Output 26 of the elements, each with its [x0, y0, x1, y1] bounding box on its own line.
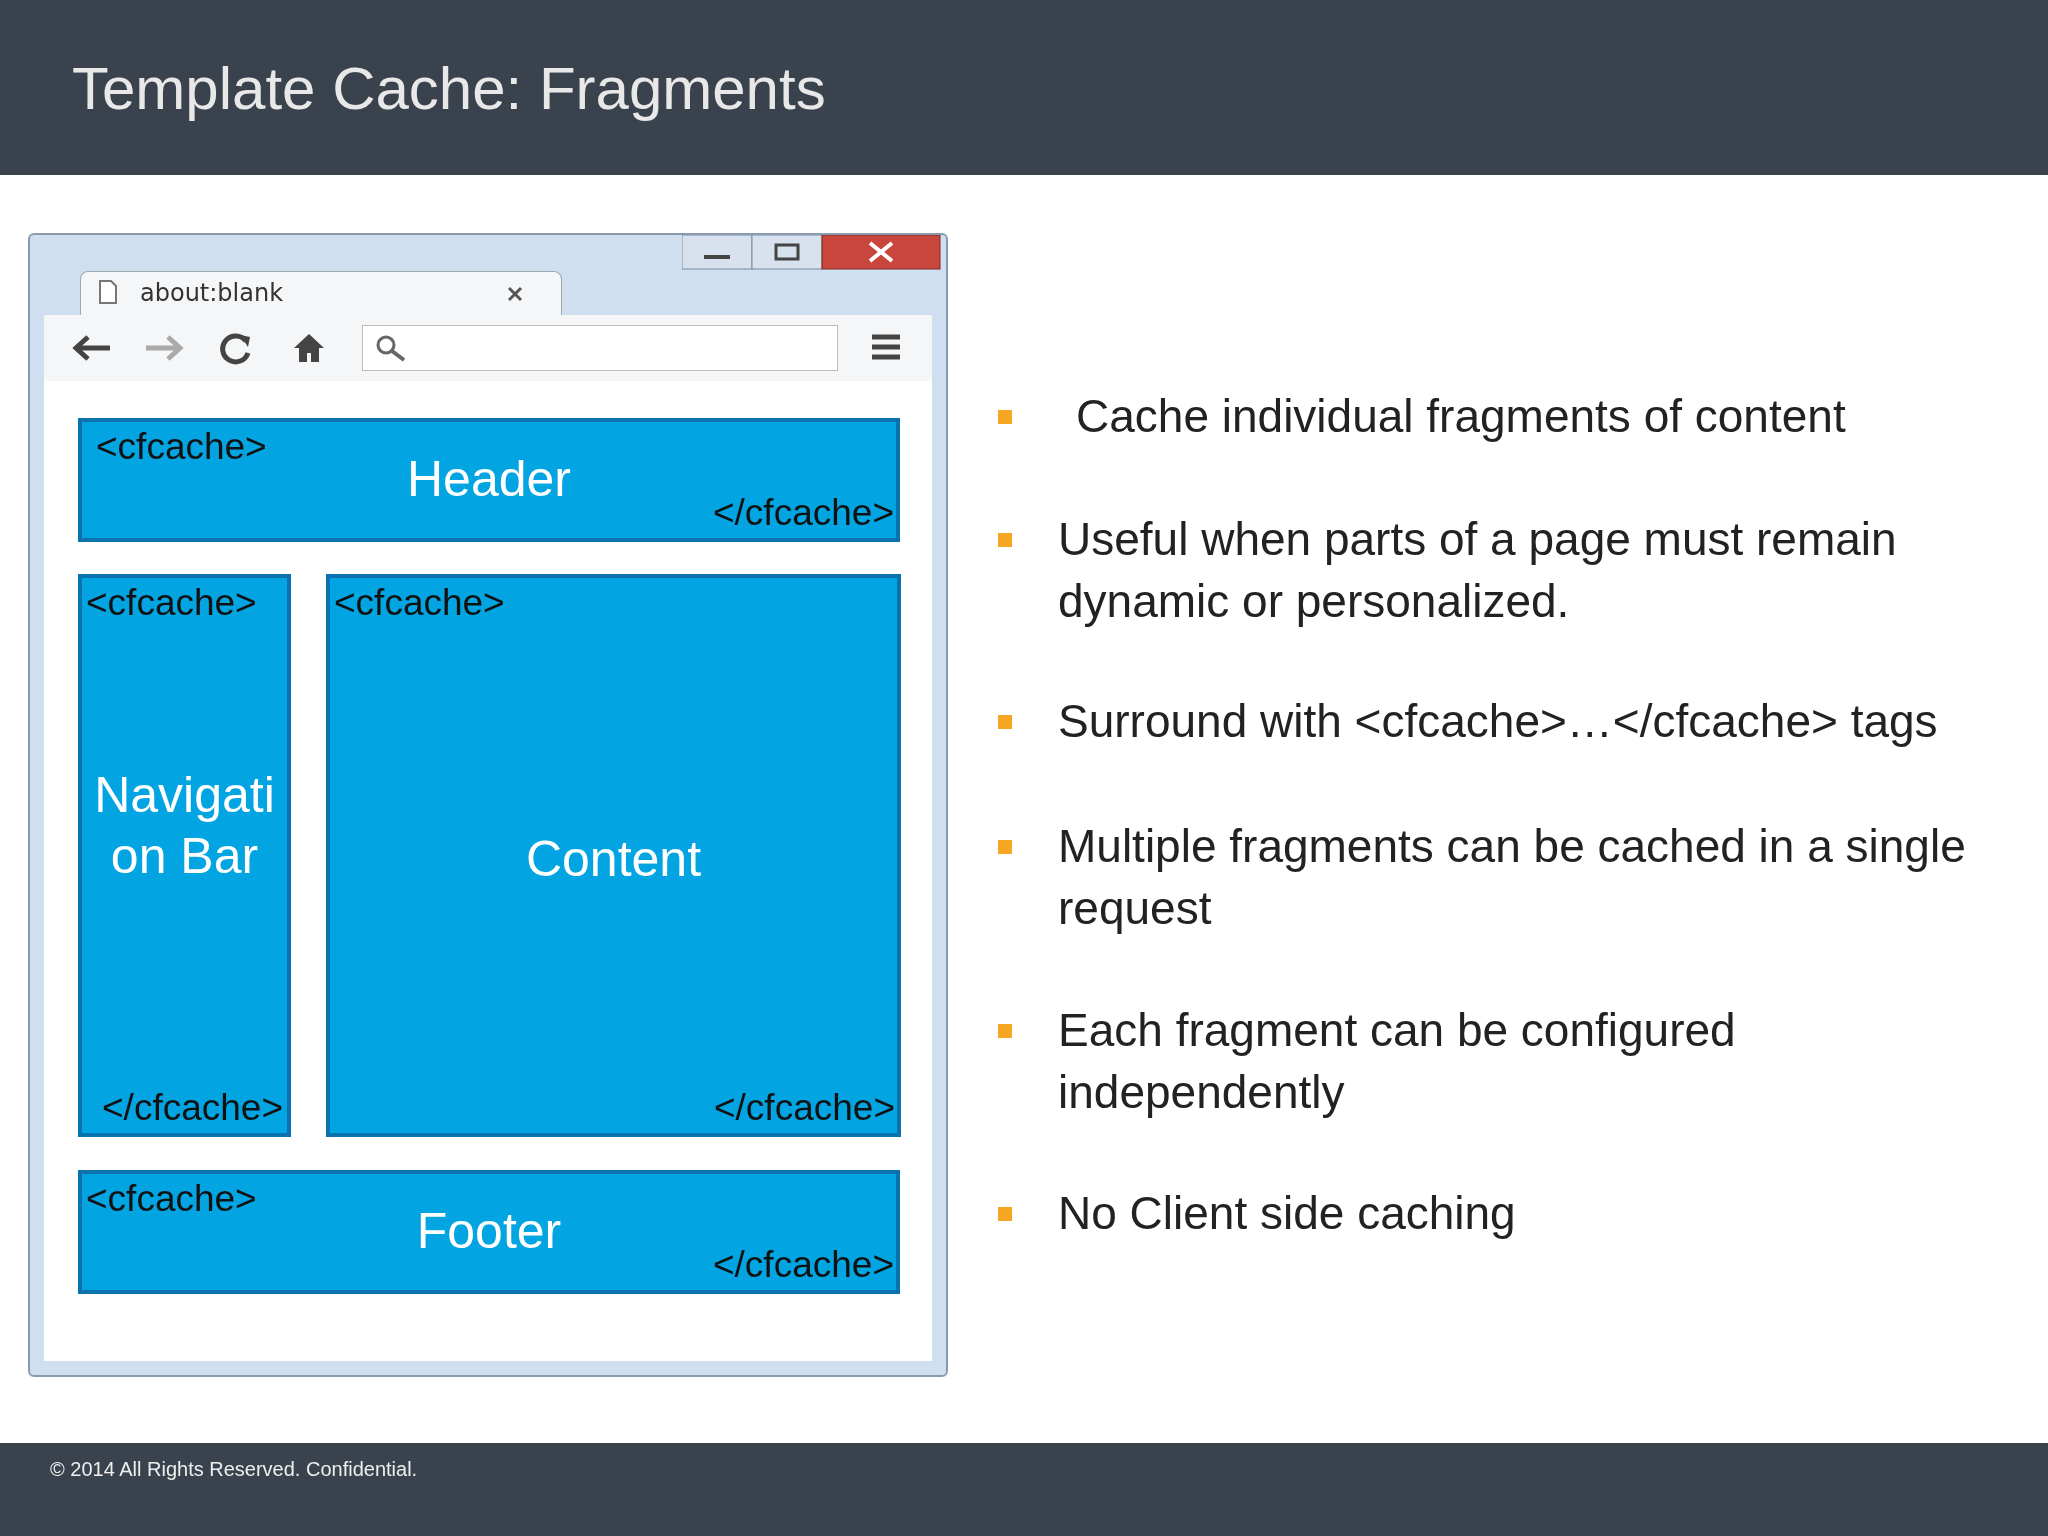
open-tag: <cfcache>: [86, 1178, 257, 1220]
panel-title: Navigation Bar: [93, 765, 276, 886]
bullet-text: No Client side caching: [1058, 1186, 1517, 1241]
tab-title: about:blank: [140, 279, 284, 307]
navigation-panel: [78, 574, 291, 1137]
close-tag: </cfcache>: [102, 1087, 283, 1129]
open-tag: <cfcache>: [334, 582, 505, 624]
close-tag: </cfcache>: [714, 1087, 895, 1129]
panel-title: Footer: [415, 1202, 563, 1260]
slide-title: Template Cache: Fragments: [72, 54, 826, 123]
close-tag: </cfcache>: [713, 1244, 894, 1286]
bullet-text: Surround with <cfcache>…</cfcache> tags: [1058, 694, 1939, 749]
fragment-panel: [78, 418, 900, 542]
browser-window: [28, 233, 948, 1377]
bullet-text: Cache individual fragments of content: [1076, 389, 1847, 444]
panel-title: Header: [406, 450, 572, 508]
open-tag: <cfcache>: [96, 426, 267, 468]
fragment-panel: [326, 574, 901, 1137]
open-tag: <cfcache>: [86, 582, 257, 624]
close-tag: </cfcache>: [713, 492, 894, 534]
bullet-text: Useful when parts of a page must remain dynamic or personalized.: [1058, 512, 1898, 629]
bullet-text: Multiple fragments can be cached in a single request: [1058, 819, 1967, 936]
panel-title: Content: [524, 829, 703, 888]
fragment-panel: [78, 1170, 900, 1294]
bullet-text: Each fragment can be configured independently: [1058, 1003, 1737, 1120]
copyright-notice: © 2014 All Rights Reserved. Confidential.: [50, 1458, 418, 1481]
